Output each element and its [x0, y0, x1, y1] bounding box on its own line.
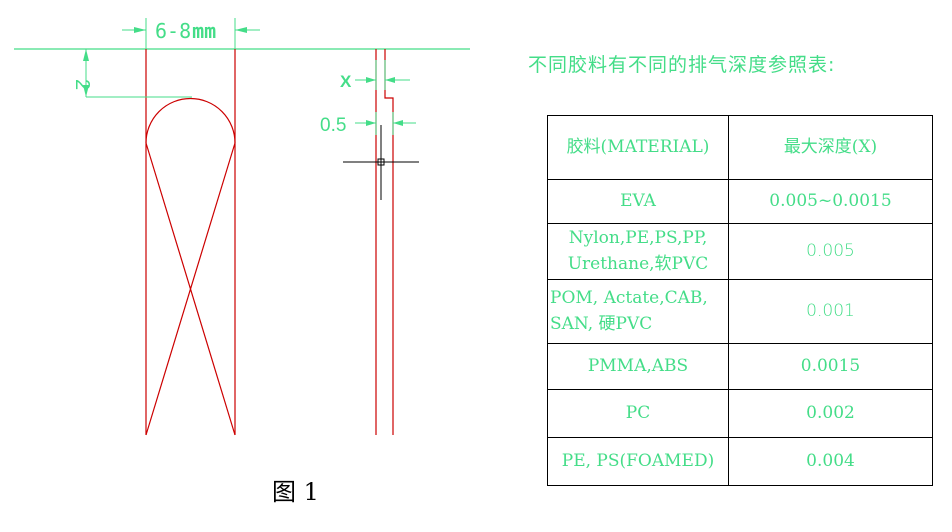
width-dimension-label: 6-8mm — [155, 19, 216, 43]
vent-section-right — [375, 49, 394, 435]
header-depth: 最大深度(X) — [728, 115, 933, 180]
table-row: PE, PS(FOAMED) 0.004 — [547, 437, 933, 486]
crosshair-cursor — [343, 125, 419, 200]
material-cell: PC — [547, 389, 729, 438]
depth-dimension: 2 — [71, 49, 192, 98]
depth-cell: 0.002 — [728, 389, 933, 438]
vent-depth-table: 胶料(MATERIAL) 最大深度(X) EVA 0.005~0.0015 Ny… — [547, 115, 933, 486]
material-cell: Nylon,PE,PS,PP, Urethane,软PVC — [547, 223, 729, 280]
table-row: PC 0.002 — [547, 389, 933, 438]
material-line: POM, Actate,CAB, — [550, 288, 708, 308]
table-header-row: 胶料(MATERIAL) 最大深度(X) — [547, 115, 933, 180]
material-line: PMMA,ABS — [587, 355, 689, 376]
vent-profile-left — [145, 49, 236, 436]
material-line: PC — [625, 402, 651, 423]
material-line: SAN, 硬PVC — [550, 313, 653, 334]
depth-dimension-label: 2 — [71, 79, 93, 90]
width-dimension: 6-8mm — [122, 18, 260, 49]
depth-cell: 0.0015 — [728, 343, 933, 390]
material-line: Urethane,软PVC — [567, 253, 709, 274]
material-cell: EVA — [547, 179, 729, 224]
depth-cell: 0.005~0.0015 — [728, 179, 933, 224]
figure-caption: 图 1 — [272, 478, 319, 506]
header-material: 胶料(MATERIAL) — [547, 115, 729, 180]
material-line: PE, PS(FOAMED) — [561, 450, 715, 471]
material-cell: POM, Actate,CAB, SAN, 硬PVC — [547, 279, 729, 344]
table-row: EVA 0.005~0.0015 — [547, 179, 933, 224]
offset-dimension: 0.5 — [320, 112, 416, 136]
table-row: POM, Actate,CAB, SAN, 硬PVC 0.001 — [547, 279, 933, 344]
table-row: PMMA,ABS 0.0015 — [547, 343, 933, 390]
x-dimension: X — [340, 60, 410, 91]
offset-dimension-label: 0.5 — [320, 115, 346, 136]
table-row: Nylon,PE,PS,PP, Urethane,软PVC 0.005 — [547, 223, 933, 280]
material-line: EVA — [620, 190, 656, 211]
section-step-profile — [384, 49, 394, 435]
table-title: 不同胶料有不同的排气深度参照表: — [528, 54, 836, 76]
depth-cell: 0.004 — [728, 437, 933, 486]
material-cell: PMMA,ABS — [547, 343, 729, 390]
depth-cell: 0.005 — [728, 223, 933, 280]
material-line: Nylon,PE,PS,PP, — [568, 228, 708, 248]
material-cell: PE, PS(FOAMED) — [547, 437, 729, 486]
x-dimension-label: X — [340, 72, 352, 91]
rounded-head — [145, 97, 236, 144]
depth-cell: 0.001 — [728, 279, 933, 344]
cross-line-b — [145, 142, 236, 436]
